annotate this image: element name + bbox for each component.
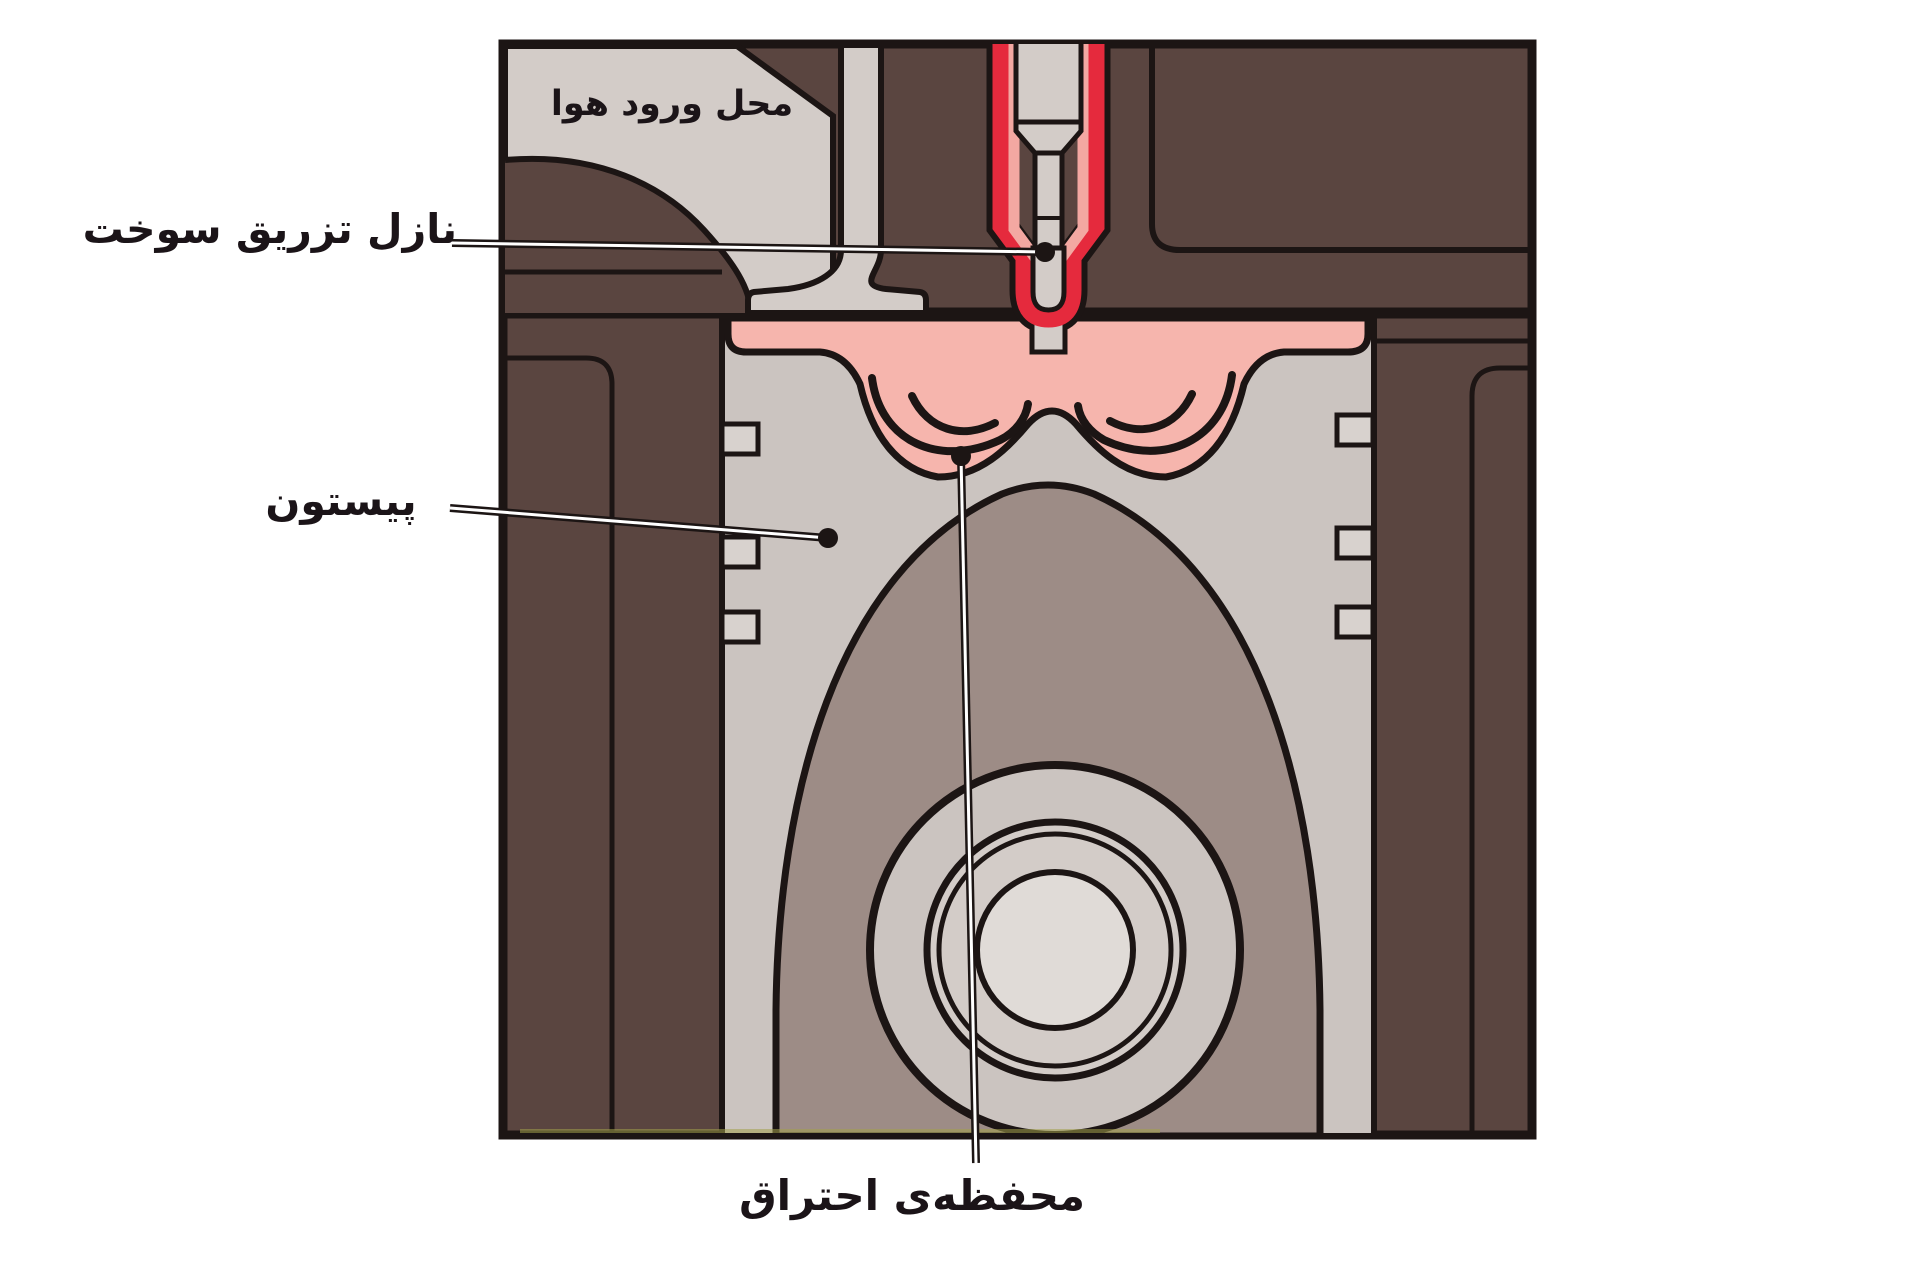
label-air-inlet: محل ورود هوا: [550, 84, 794, 124]
label-combustion-chamber: محفظه‌ی احتراق: [739, 1171, 1085, 1220]
injector-needle: [1032, 150, 1065, 253]
right-wall-casting-line: [1469, 365, 1530, 1134]
ring-groove: [719, 609, 761, 645]
scan-artifact-line: [520, 1129, 1160, 1133]
swirl-arc: [908, 392, 999, 435]
port-divider-outline: [504, 155, 754, 314]
label-piston: پیستون: [265, 477, 417, 525]
injector-nozzle-tip: [1030, 245, 1067, 313]
ring-groove: [1334, 525, 1376, 561]
ring-groove: [1334, 604, 1376, 640]
combustion-chamber-shape: [724, 314, 1372, 481]
swirl-arc: [1106, 390, 1196, 433]
ring-groove: [719, 421, 761, 457]
leader-line-injector-core: [451, 241, 1046, 254]
wrist-pin-inner-circle: [974, 869, 1136, 1031]
leader-dot-chamber: [951, 446, 971, 466]
ring-groove: [719, 534, 761, 570]
leader-lines: [449, 239, 1055, 1164]
head-right-casting-line: [1149, 46, 1530, 253]
injector-shaft: [1013, 44, 1084, 125]
swirl-lines: [868, 371, 1236, 456]
leader-dot-injector: [1035, 242, 1055, 262]
fuel-injector-shape: [986, 44, 1111, 355]
piston-ring-grooves: [719, 412, 1376, 645]
left-wall-casting-line: [505, 355, 615, 1134]
swirl-arc: [868, 374, 1032, 456]
leader-line-piston-core: [449, 506, 829, 540]
injector-red-body: [992, 44, 1105, 328]
swirl-arc: [1074, 371, 1236, 455]
intake-valve-shape: [745, 44, 929, 316]
label-fuel-injector-nozzle: نازل تزریق سوخت: [82, 205, 457, 253]
leader-dot-piston: [818, 528, 838, 548]
ring-groove: [1334, 412, 1376, 448]
wrist-pin-ring-line: [936, 831, 1174, 1069]
leader-line-chamber-core: [959, 455, 978, 1164]
